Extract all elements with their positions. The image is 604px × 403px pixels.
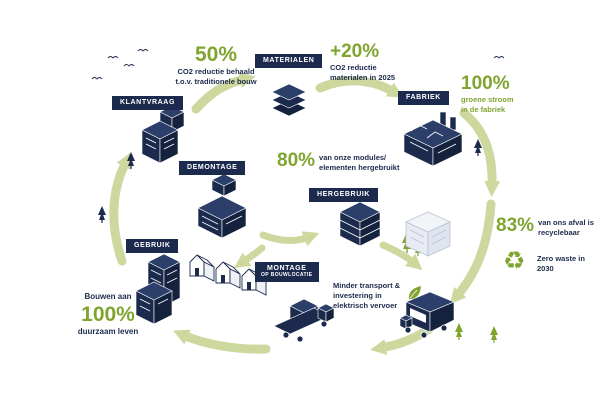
stat-duurzaam-post: duurzaam leven <box>77 327 139 337</box>
label-montage-line2: OP BOUWLOCATIE <box>261 272 313 279</box>
label-demontage: DEMONTAGE <box>179 161 246 176</box>
stat-co2-bouw-value: 50% <box>194 43 238 66</box>
birds-decoration <box>91 49 505 80</box>
stat-co2-bouw-text: CO2 reductie behaald t.o.v. traditionele… <box>175 67 257 86</box>
stat-hergebruik-value: 80% <box>277 150 316 171</box>
stat-recyclebaar-text: van ons afval is recyclebaar <box>538 218 594 237</box>
arrow-fabriek-down <box>459 108 501 197</box>
factory-illustration <box>403 111 463 167</box>
stat-hergebruik-text: van onze modules/ elementen hergebruikt <box>319 153 400 172</box>
stat-hergebruik: 80% van onze modules/ elementen hergebru… <box>277 151 411 173</box>
label-materialen: MATERIALEN <box>255 54 323 69</box>
stat-recyclebaar-value: 83% <box>496 215 535 236</box>
leaf-icon <box>408 286 421 299</box>
stat-groene-stroom-value: 100% <box>461 73 510 94</box>
stat-co2-bouw: 50% CO2 reductie behaald t.o.v. traditio… <box>168 44 264 87</box>
arrow-left-side-up <box>109 152 132 266</box>
future-building-illustration <box>405 211 451 257</box>
navy-trees <box>98 139 482 223</box>
label-klantvraag: KLANTVRAAG <box>112 96 183 111</box>
stat-duurzaam-value: 100% <box>81 303 135 327</box>
stat-duurzaam: Bouwen aan 100% duurzaam leven <box>64 292 152 338</box>
arrow-right-side-down <box>449 199 496 305</box>
stat-groene-stroom-text: groene stroom in de fabriek <box>461 95 514 114</box>
arrow-montage-gebruik <box>172 329 271 354</box>
label-gebruik: GEBRUIK <box>126 239 179 254</box>
stat-duurzaam-pre: Bouwen aan <box>84 292 132 301</box>
stat-groene-stroom: 100% groene stroom in de fabriek <box>461 74 533 115</box>
arrow-demontage-down <box>233 244 266 269</box>
arrow-hergebruik-out <box>379 241 423 271</box>
stat-co2-materialen-text: CO2 reductie materialen in 2025 <box>330 63 396 82</box>
module-transport-truck-illustration <box>273 298 335 343</box>
label-montage-line1: MONTAGE <box>267 265 307 272</box>
klantvraag-buildings-illustration <box>141 105 185 164</box>
arrow-klantvraag-materialen <box>191 72 256 114</box>
arrow-materialen-fabriek <box>315 76 404 98</box>
arrow-demontage-hergebruik <box>259 231 320 247</box>
recycle-icon: ♻ <box>503 246 526 275</box>
label-hergebruik: HERGEBRUIK <box>309 188 379 203</box>
stat-recyclebaar: 83% van ons afval is recyclebaar <box>496 216 594 238</box>
label-fabriek: FABRIEK <box>398 91 449 106</box>
houses-row-illustration <box>189 254 267 296</box>
gebruik-buildings-illustration <box>135 253 181 325</box>
demontage-illustration <box>197 173 247 239</box>
stat-co2-materialen: +20% CO2 reductie materialen in 2025 <box>330 42 410 83</box>
hergebruik-stack-illustration <box>339 201 381 247</box>
electric-truck-illustration <box>399 291 455 339</box>
label-montage: MONTAGE OP BOUWLOCATIE <box>255 262 319 282</box>
stat-co2-materialen-value: +20% <box>330 41 380 62</box>
transport-text: Minder transport & investering in elektr… <box>333 281 401 310</box>
zero-waste-text: Zero waste in 2030 <box>537 254 585 273</box>
materials-stack-illustration <box>271 83 307 117</box>
